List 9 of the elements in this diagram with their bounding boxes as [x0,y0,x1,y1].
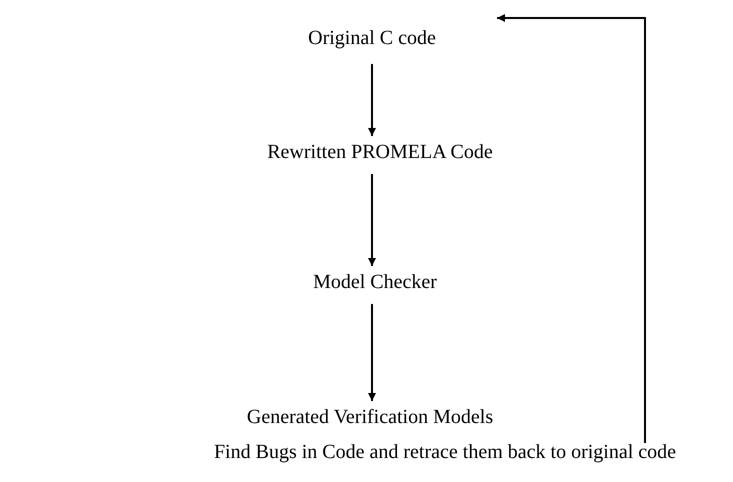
flow-step-label: Original C code [308,26,436,50]
arrow [368,64,376,136]
arrow [497,14,646,443]
flow-step-label: Generated Verification Models [246,405,494,429]
flow-step-label: Find Bugs in Code and retrace them back to original code [214,440,676,464]
flow-step-label: Rewritten PROMELA Code [267,140,493,164]
arrow [368,304,376,401]
flow-step-label: Model Checker [313,270,437,294]
arrow [368,174,376,266]
